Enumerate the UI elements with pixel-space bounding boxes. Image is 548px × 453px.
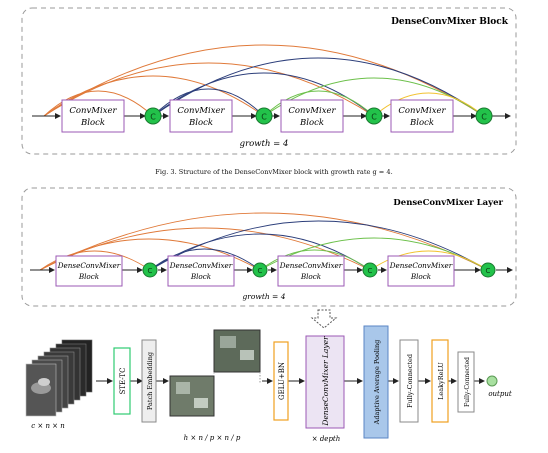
depth-label: × depth	[312, 435, 341, 443]
top-dense-arcs	[43, 44, 485, 117]
input-image-stack	[25, 339, 93, 417]
svg-text:Block: Block	[410, 272, 431, 281]
patch-feature-maps	[169, 329, 261, 417]
dense-layer-box: DenseConvMixer Layer	[305, 335, 345, 429]
mid-concat-node-4: C	[480, 262, 496, 278]
svg-text:ConvMixer: ConvMixer	[288, 106, 336, 116]
svg-text:DenseConvMixer Layer: DenseConvMixer Layer	[321, 336, 330, 427]
adaptive-pooling-box: Adaptive Average Pooling	[363, 325, 389, 439]
svg-text:Block: Block	[188, 118, 213, 128]
top-concat-node-4: C	[475, 107, 493, 125]
output-node	[486, 375, 498, 387]
fully-connected-box-2: Fully-Connected	[457, 351, 475, 413]
mid-concat-node-2: C	[252, 262, 268, 278]
top-growth-label: growth = 4	[240, 139, 289, 149]
svg-text:DenseConvMixer: DenseConvMixer	[279, 261, 343, 270]
svg-text:ConvMixer: ConvMixer	[69, 106, 117, 116]
svg-text:Block: Block	[409, 118, 434, 128]
svg-text:Fully-Connected: Fully-Connected	[464, 357, 471, 407]
mid-block-3: DenseConvMixer Block	[277, 255, 345, 287]
svg-text:C: C	[150, 113, 156, 122]
svg-text:C: C	[261, 113, 267, 122]
patch-embedding-box: Patch Embedding	[141, 339, 157, 423]
top-concat-node-1: C	[144, 107, 162, 125]
svg-text:DenseConvMixer: DenseConvMixer	[389, 261, 453, 270]
mid-block-4: DenseConvMixer Block	[387, 255, 455, 287]
mid-growth-label: growth = 4	[243, 292, 286, 301]
leaky-relu-box: LeakyReLU	[431, 339, 449, 423]
svg-text:Block: Block	[300, 272, 321, 281]
svg-text:C: C	[258, 267, 263, 275]
svg-text:DenseConvMixer: DenseConvMixer	[57, 261, 121, 270]
svg-text:Patch Embedding: Patch Embedding	[146, 352, 154, 410]
svg-text:C: C	[486, 267, 491, 275]
svg-text:GELU+BN: GELU+BN	[278, 362, 286, 400]
figure-caption: Fig. 3. Structure of the DenseConvMixer …	[155, 168, 392, 176]
svg-text:Block: Block	[190, 272, 211, 281]
top-panel-title: DenseConvMixer Block	[391, 17, 509, 27]
svg-text:C: C	[481, 113, 487, 122]
svg-text:ConvMixer: ConvMixer	[177, 106, 225, 116]
top-block-3: ConvMixer Block	[280, 99, 344, 133]
top-block-4: ConvMixer Block	[390, 99, 454, 133]
svg-text:C: C	[148, 267, 153, 275]
svg-text:LeakyReLU: LeakyReLU	[437, 362, 445, 400]
output-label: output	[488, 390, 512, 398]
svg-text:Block: Block	[78, 272, 99, 281]
svg-text:C: C	[371, 113, 377, 122]
mid-panel: DenseConvMixer Layer Dens	[21, 187, 517, 307]
mid-panel-title: DenseConvMixer Layer	[393, 198, 503, 208]
top-block-1: ConvMixer Block	[61, 99, 125, 133]
mid-concat-node-3: C	[362, 262, 378, 278]
fully-connected-box-1: Fully-Connected	[399, 339, 419, 423]
svg-text:C: C	[368, 267, 373, 275]
mid-concat-node-1: C	[142, 262, 158, 278]
svg-text:Fully-Connected: Fully-Connected	[406, 354, 414, 408]
mid-block-1: DenseConvMixer Block	[55, 255, 123, 287]
input-dims-label: c × n × n	[31, 422, 65, 430]
svg-text:Block: Block	[299, 118, 324, 128]
ste-tc-box: STE-TC	[113, 347, 131, 415]
svg-text:STE-TC: STE-TC	[119, 368, 127, 395]
svg-text:ConvMixer: ConvMixer	[398, 106, 446, 116]
expand-arrow-icon	[310, 309, 338, 329]
gelu-bn-box: GELU+BN	[273, 341, 289, 421]
mid-block-2: DenseConvMixer Block	[167, 255, 235, 287]
top-concat-node-2: C	[255, 107, 273, 125]
top-block-2: ConvMixer Block	[169, 99, 233, 133]
patch-dims-label: h × n / p × n / p	[184, 434, 241, 442]
pipeline: c × n × n STE-TC Patch Embedding	[25, 325, 512, 443]
svg-text:Block: Block	[80, 118, 105, 128]
top-concat-node-3: C	[365, 107, 383, 125]
top-panel: DenseConvMixer Block	[21, 7, 517, 155]
svg-text:DenseConvMixer: DenseConvMixer	[169, 261, 233, 270]
svg-text:Adaptive Average Pooling: Adaptive Average Pooling	[373, 340, 381, 426]
